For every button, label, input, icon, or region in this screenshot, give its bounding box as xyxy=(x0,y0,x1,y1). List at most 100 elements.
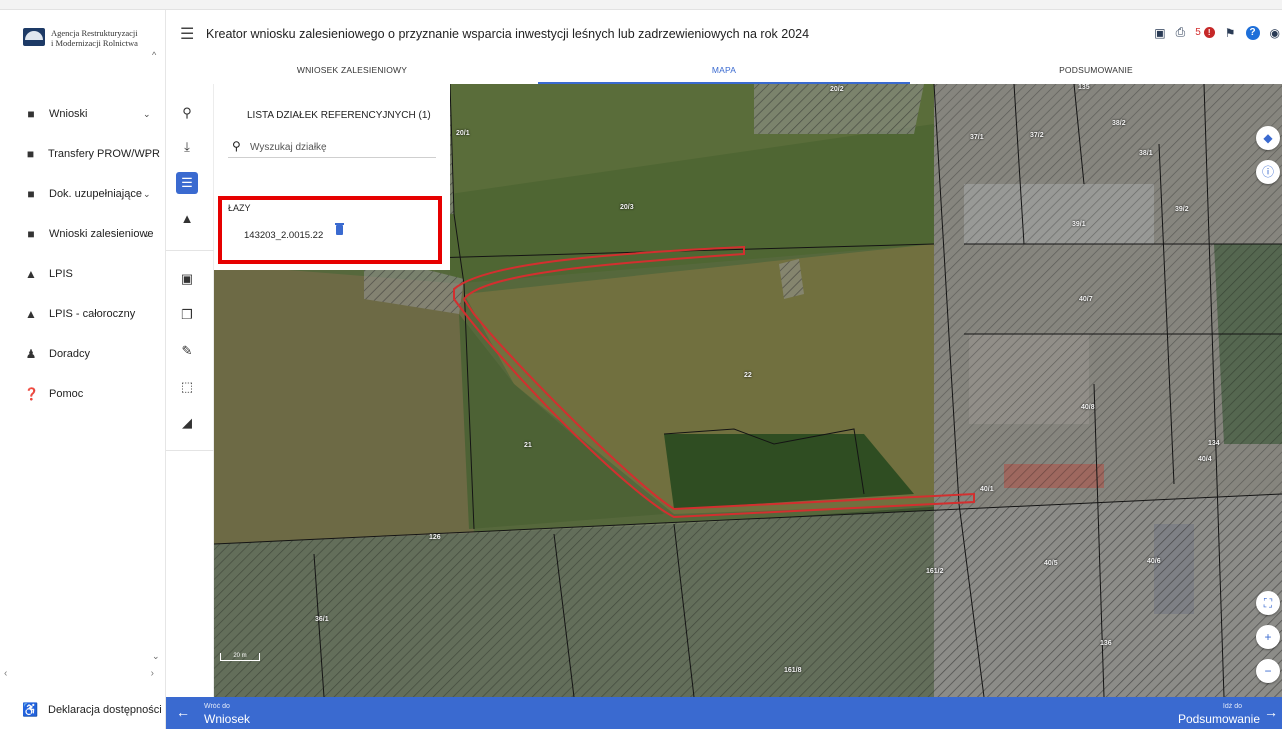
download-icon[interactable]: ⤓ xyxy=(184,139,190,154)
rectangle-icon[interactable]: ⬚ xyxy=(180,379,194,394)
logo-text: Agencja Restrukturyzacji i Modernizacji … xyxy=(51,28,161,48)
clipboard-icon: ■ xyxy=(26,147,35,161)
parcel-label: 161/8 xyxy=(784,667,802,674)
arrow-right-icon[interactable]: → xyxy=(1264,704,1278,720)
layers-button[interactable]: ◆ xyxy=(1256,126,1280,150)
scroll-down-icon[interactable]: ⌄ xyxy=(152,651,160,661)
parcel-label: 39/2 xyxy=(1175,206,1189,213)
print-icon[interactable]: ⎙ xyxy=(1175,25,1186,39)
sidebar-item-label: LPIS - całoroczny xyxy=(49,308,136,320)
person-icon: ♟ xyxy=(25,347,37,361)
back-button[interactable]: Wniosek xyxy=(204,712,251,726)
scroll-right-icon[interactable]: › xyxy=(150,668,154,679)
parcel-search-input[interactable] xyxy=(250,138,430,156)
parcel-label: 20/3 xyxy=(620,204,634,211)
parcel-label: 161/2 xyxy=(926,568,944,575)
reference-parcel-list-panel: LISTA DZIAŁEK REFERENCYJNYCH (1) ⚲ ŁAZY … xyxy=(214,84,450,270)
parcel-label: 36/1 xyxy=(315,616,329,623)
chevron-down-icon: ⌄ xyxy=(143,188,151,199)
sidebar-item-lpis[interactable]: ▲ LPIS xyxy=(0,254,160,294)
scroll-left-icon[interactable]: ‹ xyxy=(4,668,8,679)
trash-icon[interactable] xyxy=(335,223,344,235)
parcel-label: 20/2 xyxy=(830,86,844,93)
page-title: Kreator wniosku zalesieniowego o przyzna… xyxy=(206,27,810,41)
search-icon: ⚲ xyxy=(232,139,241,153)
arrow-left-icon[interactable]: ← xyxy=(176,704,190,720)
sidebar-item-wnioski-zalesieniowe[interactable]: ■ Wnioski zalesieniowe ⌄ xyxy=(0,214,160,254)
parcel-label: 40/6 xyxy=(1147,558,1161,565)
chevron-down-icon: ⌄ xyxy=(143,228,151,239)
clipboard-icon: ■ xyxy=(27,227,35,241)
parcel-label: 135 xyxy=(1078,84,1090,91)
sidebar: Agencja Restrukturyzacji i Modernizacji … xyxy=(0,10,166,729)
clipboard-icon: ■ xyxy=(27,187,35,201)
orthophoto-map xyxy=(214,84,1282,697)
help-icon[interactable]: ? xyxy=(1245,25,1260,40)
horizontal-scrollbar[interactable]: ‹ › xyxy=(4,668,160,680)
save-icon[interactable]: ▣ xyxy=(1154,25,1166,40)
pencil-icon[interactable]: ✎ xyxy=(181,343,193,358)
parcel-label: 126 xyxy=(429,534,441,541)
account-icon[interactable]: ◉ xyxy=(1269,25,1280,40)
zoom-in-button[interactable]: + xyxy=(1256,625,1280,649)
next-caption: Idź do xyxy=(1222,703,1242,710)
logo-line-1: Agencja Restrukturyzacji xyxy=(51,28,138,38)
arimr-logo[interactable]: Agencja Restrukturyzacji i Modernizacji … xyxy=(23,28,161,48)
zoom-out-button[interactable]: − xyxy=(1256,659,1280,683)
parcel-item[interactable]: 143203_2.0015.22 xyxy=(244,230,324,241)
arimr-logo-icon xyxy=(23,28,45,46)
next-button[interactable]: Podsumowanie xyxy=(1177,712,1260,726)
bottom-navigation-bar: ← Wróć do Wniosek Idź do Podsumowanie → xyxy=(166,697,1282,729)
chevron-down-icon: ⌄ xyxy=(143,148,151,159)
panel-title: LISTA DZIAŁEK REFERENCYJNYCH (1) xyxy=(247,110,431,121)
clipboard-icon: ■ xyxy=(27,107,35,121)
accessibility-declaration-label: Deklaracja dostępności xyxy=(48,704,162,716)
scale-bar: 20 m xyxy=(220,653,260,661)
copy-shape-icon[interactable]: ❐ xyxy=(181,307,193,322)
tab-mapa[interactable]: MAPA xyxy=(538,60,910,84)
sidebar-item-label: Pomoc xyxy=(49,388,84,400)
polygon-select-icon[interactable]: ▣ xyxy=(180,271,194,286)
list-icon[interactable]: ☰ xyxy=(176,172,198,194)
rail-divider xyxy=(166,250,214,251)
parcel-label: 136 xyxy=(1100,640,1112,647)
accessibility-icon: ♿ xyxy=(22,702,39,717)
logo-line-2: i Modernizacji Rolnictwa xyxy=(51,38,138,48)
accessibility-declaration-link[interactable]: ♿ Deklaracja dostępności xyxy=(22,702,162,718)
sidebar-item-transfery[interactable]: ■ Transfery PROW/WPR ⌄ xyxy=(0,134,160,174)
menu-icon[interactable]: ☰ xyxy=(180,26,195,43)
scroll-up-icon[interactable]: ^ xyxy=(152,50,157,60)
parcel-label: 37/1 xyxy=(970,134,984,141)
parcel-label: 38/1 xyxy=(1139,150,1153,157)
sidebar-item-label: Wnioski xyxy=(49,108,88,120)
sidebar-item-pomoc[interactable]: ❓ Pomoc xyxy=(0,374,160,414)
sidebar-item-label: Transfery PROW/WPR xyxy=(47,148,160,160)
notification-count: 5 xyxy=(1195,27,1201,38)
parcel-label: 134 xyxy=(1208,440,1220,447)
parcel-label: 40/4 xyxy=(1198,456,1212,463)
sidebar-item-dok-uzupelniajace[interactable]: ■ Dok. uzupełniające ⌄ xyxy=(0,174,160,214)
sidebar-item-wnioski[interactable]: ■ Wnioski ⌄ xyxy=(0,94,160,134)
fullscreen-button[interactable]: ⛶ xyxy=(1256,591,1280,615)
parcel-label: 37/2 xyxy=(1030,132,1044,139)
measure-icon[interactable]: ◢ xyxy=(182,415,192,430)
sidebar-item-lpis-caloroczny[interactable]: ▲ LPIS - całoroczny xyxy=(0,294,160,334)
map-view[interactable]: 20/2 20/1 20/3 22 21 126 36/1 161/8 161/… xyxy=(214,84,1282,697)
parcel-label: 20/1 xyxy=(456,130,470,137)
parcel-label: 40/5 xyxy=(1044,560,1058,567)
sidebar-item-label: Doradcy xyxy=(49,348,90,360)
bell-icon[interactable]: ⚑ xyxy=(1224,25,1236,40)
sidebar-nav: ■ Wnioski ⌄ ■ Transfery PROW/WPR ⌄ ■ Dok… xyxy=(0,94,160,414)
header: ☰ Kreator wniosku zalesieniowego o przyz… xyxy=(166,10,1282,60)
search-icon[interactable]: ⚲ xyxy=(182,105,192,120)
sidebar-item-label: LPIS xyxy=(49,268,73,280)
sidebar-item-doradcy[interactable]: ♟ Doradcy xyxy=(0,334,160,374)
rail-divider xyxy=(166,450,214,451)
parcel-label: 39/1 xyxy=(1072,221,1086,228)
tab-podsumowanie[interactable]: PODSUMOWANIE xyxy=(1059,65,1133,75)
info-button[interactable]: ⓘ xyxy=(1256,160,1280,184)
trees-icon[interactable]: ▲ xyxy=(180,211,194,226)
tab-wniosek-zalesieniowy[interactable]: WNIOSEK ZALESIENIOWY xyxy=(296,65,408,75)
alert-icon[interactable]: ! xyxy=(1203,27,1215,38)
help-icon: ❓ xyxy=(24,387,39,401)
